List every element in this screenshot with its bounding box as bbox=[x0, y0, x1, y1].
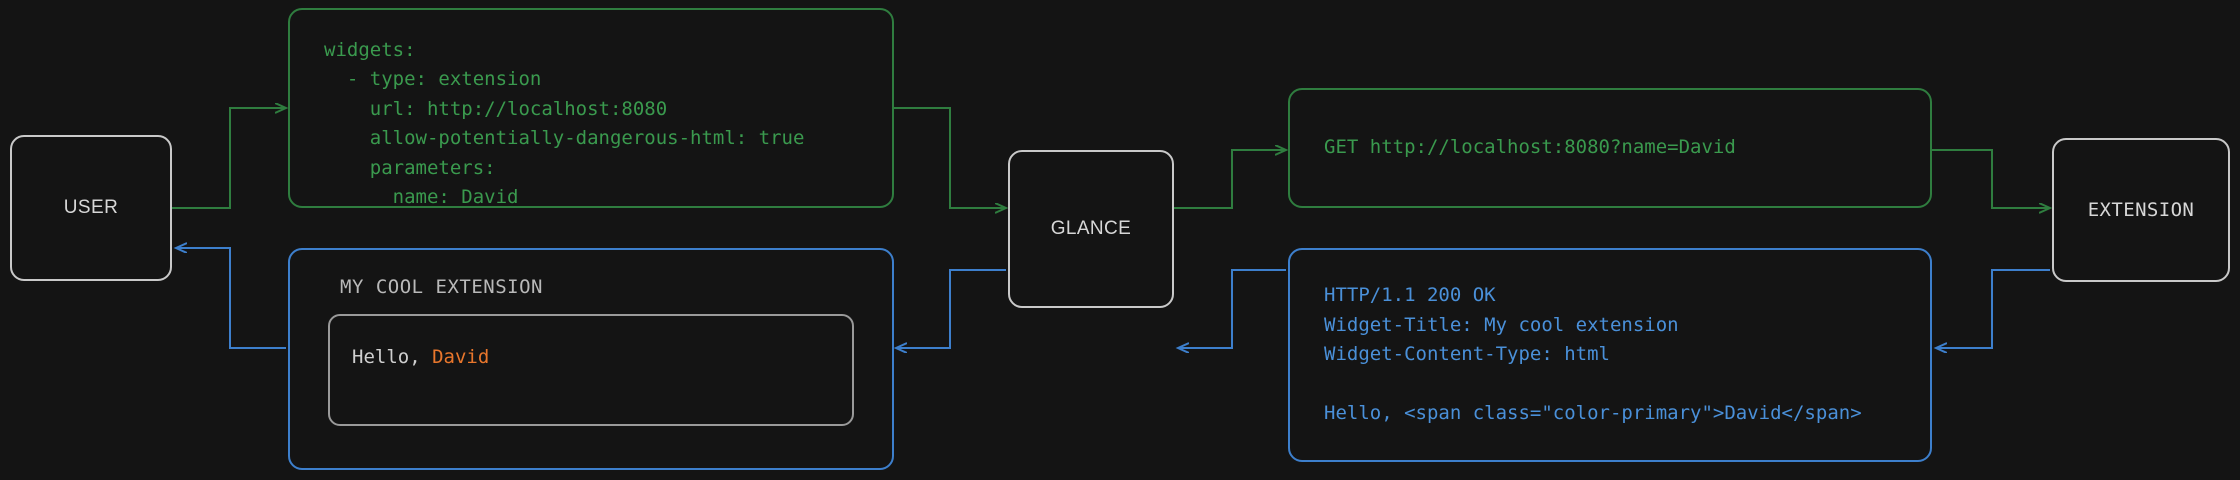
config-yaml-code: widgets: - type: extension url: http://l… bbox=[324, 39, 805, 209]
edge-glance-to-widget bbox=[896, 269, 1006, 348]
node-glance-label: GLANCE bbox=[1050, 218, 1132, 239]
edge-response-to-glance bbox=[1178, 269, 1286, 348]
node-extension[interactable]: EXTENSION bbox=[2052, 138, 2230, 282]
edge-glance-to-request bbox=[1174, 150, 1286, 209]
rendered-widget-title: MY COOL EXTENSION bbox=[340, 276, 543, 298]
edge-user-to-config bbox=[172, 108, 286, 209]
node-http-request[interactable]: GET http://localhost:8080?name=David bbox=[1288, 88, 1932, 208]
edge-extension-to-response bbox=[1936, 269, 2050, 348]
node-config-yaml[interactable]: widgets: - type: extension url: http://l… bbox=[288, 8, 894, 208]
node-glance[interactable]: GLANCE bbox=[1008, 150, 1174, 308]
rendered-widget-greeting: Hello, David bbox=[352, 346, 830, 368]
edge-config-to-glance bbox=[894, 107, 1006, 208]
http-response-code: HTTP/1.1 200 OK Widget-Title: My cool ex… bbox=[1324, 284, 1862, 425]
rendered-widget-body: Hello, David bbox=[328, 314, 854, 426]
greeting-prefix: Hello, bbox=[352, 346, 433, 368]
node-http-response[interactable]: HTTP/1.1 200 OK Widget-Title: My cool ex… bbox=[1288, 248, 1932, 462]
greeting-name: David bbox=[432, 346, 490, 368]
node-rendered-widget[interactable]: MY COOL EXTENSION Hello, David bbox=[288, 248, 894, 470]
node-user[interactable]: USER bbox=[10, 135, 172, 281]
http-request-code: GET http://localhost:8080?name=David bbox=[1324, 136, 1736, 159]
edge-request-to-extension bbox=[1932, 149, 2050, 208]
node-user-label: USER bbox=[63, 197, 119, 218]
node-extension-label: EXTENSION bbox=[2087, 199, 2195, 221]
edge-widget-to-user bbox=[176, 248, 286, 349]
